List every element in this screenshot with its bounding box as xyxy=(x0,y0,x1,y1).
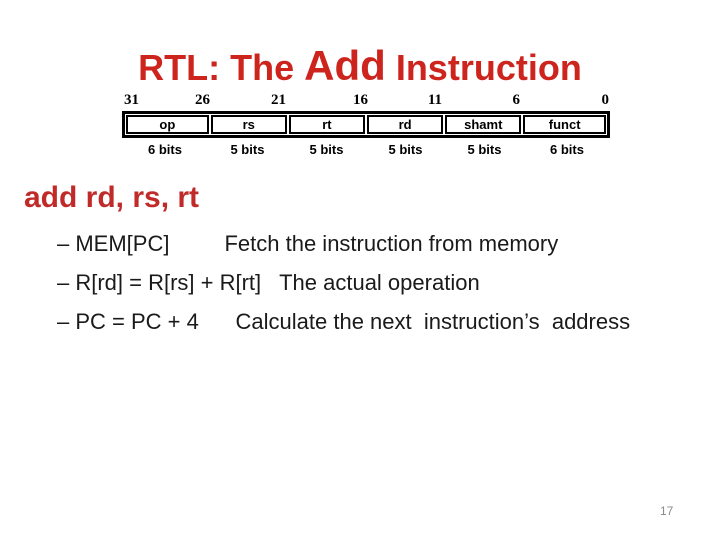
width-op: 6 bits xyxy=(147,142,182,157)
field-shamt: shamt xyxy=(445,115,522,134)
bullet-fetch: – MEM[PC] Fetch the instruction from mem… xyxy=(57,231,559,256)
bit-position-row: 31 26 21 16 11 6 0 xyxy=(122,92,610,111)
field-rd: rd xyxy=(367,115,444,134)
field-rt: rt xyxy=(288,115,365,134)
assembly-instruction-line: add rd, rs, rt xyxy=(24,181,200,214)
field-op: op xyxy=(126,115,209,134)
width-rs: 5 bits xyxy=(230,142,265,157)
width-funct: 6 bits xyxy=(550,142,584,157)
bit-position-16: 16 xyxy=(353,92,368,108)
page-number: 17 xyxy=(660,504,674,518)
field-rs: rs xyxy=(210,115,287,134)
bullet-operation: – R[rd] = R[rs] + R[rt] The actual opera… xyxy=(57,270,480,295)
bit-position-0: 0 xyxy=(601,92,610,108)
width-rt: 5 bits xyxy=(309,142,344,157)
width-shamt: 5 bits xyxy=(467,142,502,157)
title-emphasis: Add xyxy=(304,42,386,89)
title-suffix: Instruction xyxy=(385,47,582,88)
bit-position-11: 11 xyxy=(427,92,442,108)
field-width-row: 6 bits 5 bits 5 bits 5 bits 5 bits 6 bit… xyxy=(122,142,610,157)
bullet-list: – MEM[PC] Fetch the instruction from mem… xyxy=(57,224,717,341)
instruction-format-diagram: 31 26 21 16 11 6 0 op rs rt rd shamt fun… xyxy=(122,92,610,157)
bit-position-26: 26 xyxy=(195,92,210,108)
bit-position-31: 31 xyxy=(124,92,139,108)
bullet-next-pc: – PC = PC + 4 Calculate the next instruc… xyxy=(57,309,631,334)
field-funct: funct xyxy=(523,115,606,134)
bit-position-21: 21 xyxy=(271,92,286,108)
title-prefix: RTL: The xyxy=(138,47,305,88)
instruction-field-box: op rs rt rd shamt funct xyxy=(122,111,610,138)
width-rd: 5 bits xyxy=(388,142,423,157)
bit-position-6: 6 xyxy=(512,92,521,108)
slide-title: RTL: The Add Instruction xyxy=(0,42,720,90)
